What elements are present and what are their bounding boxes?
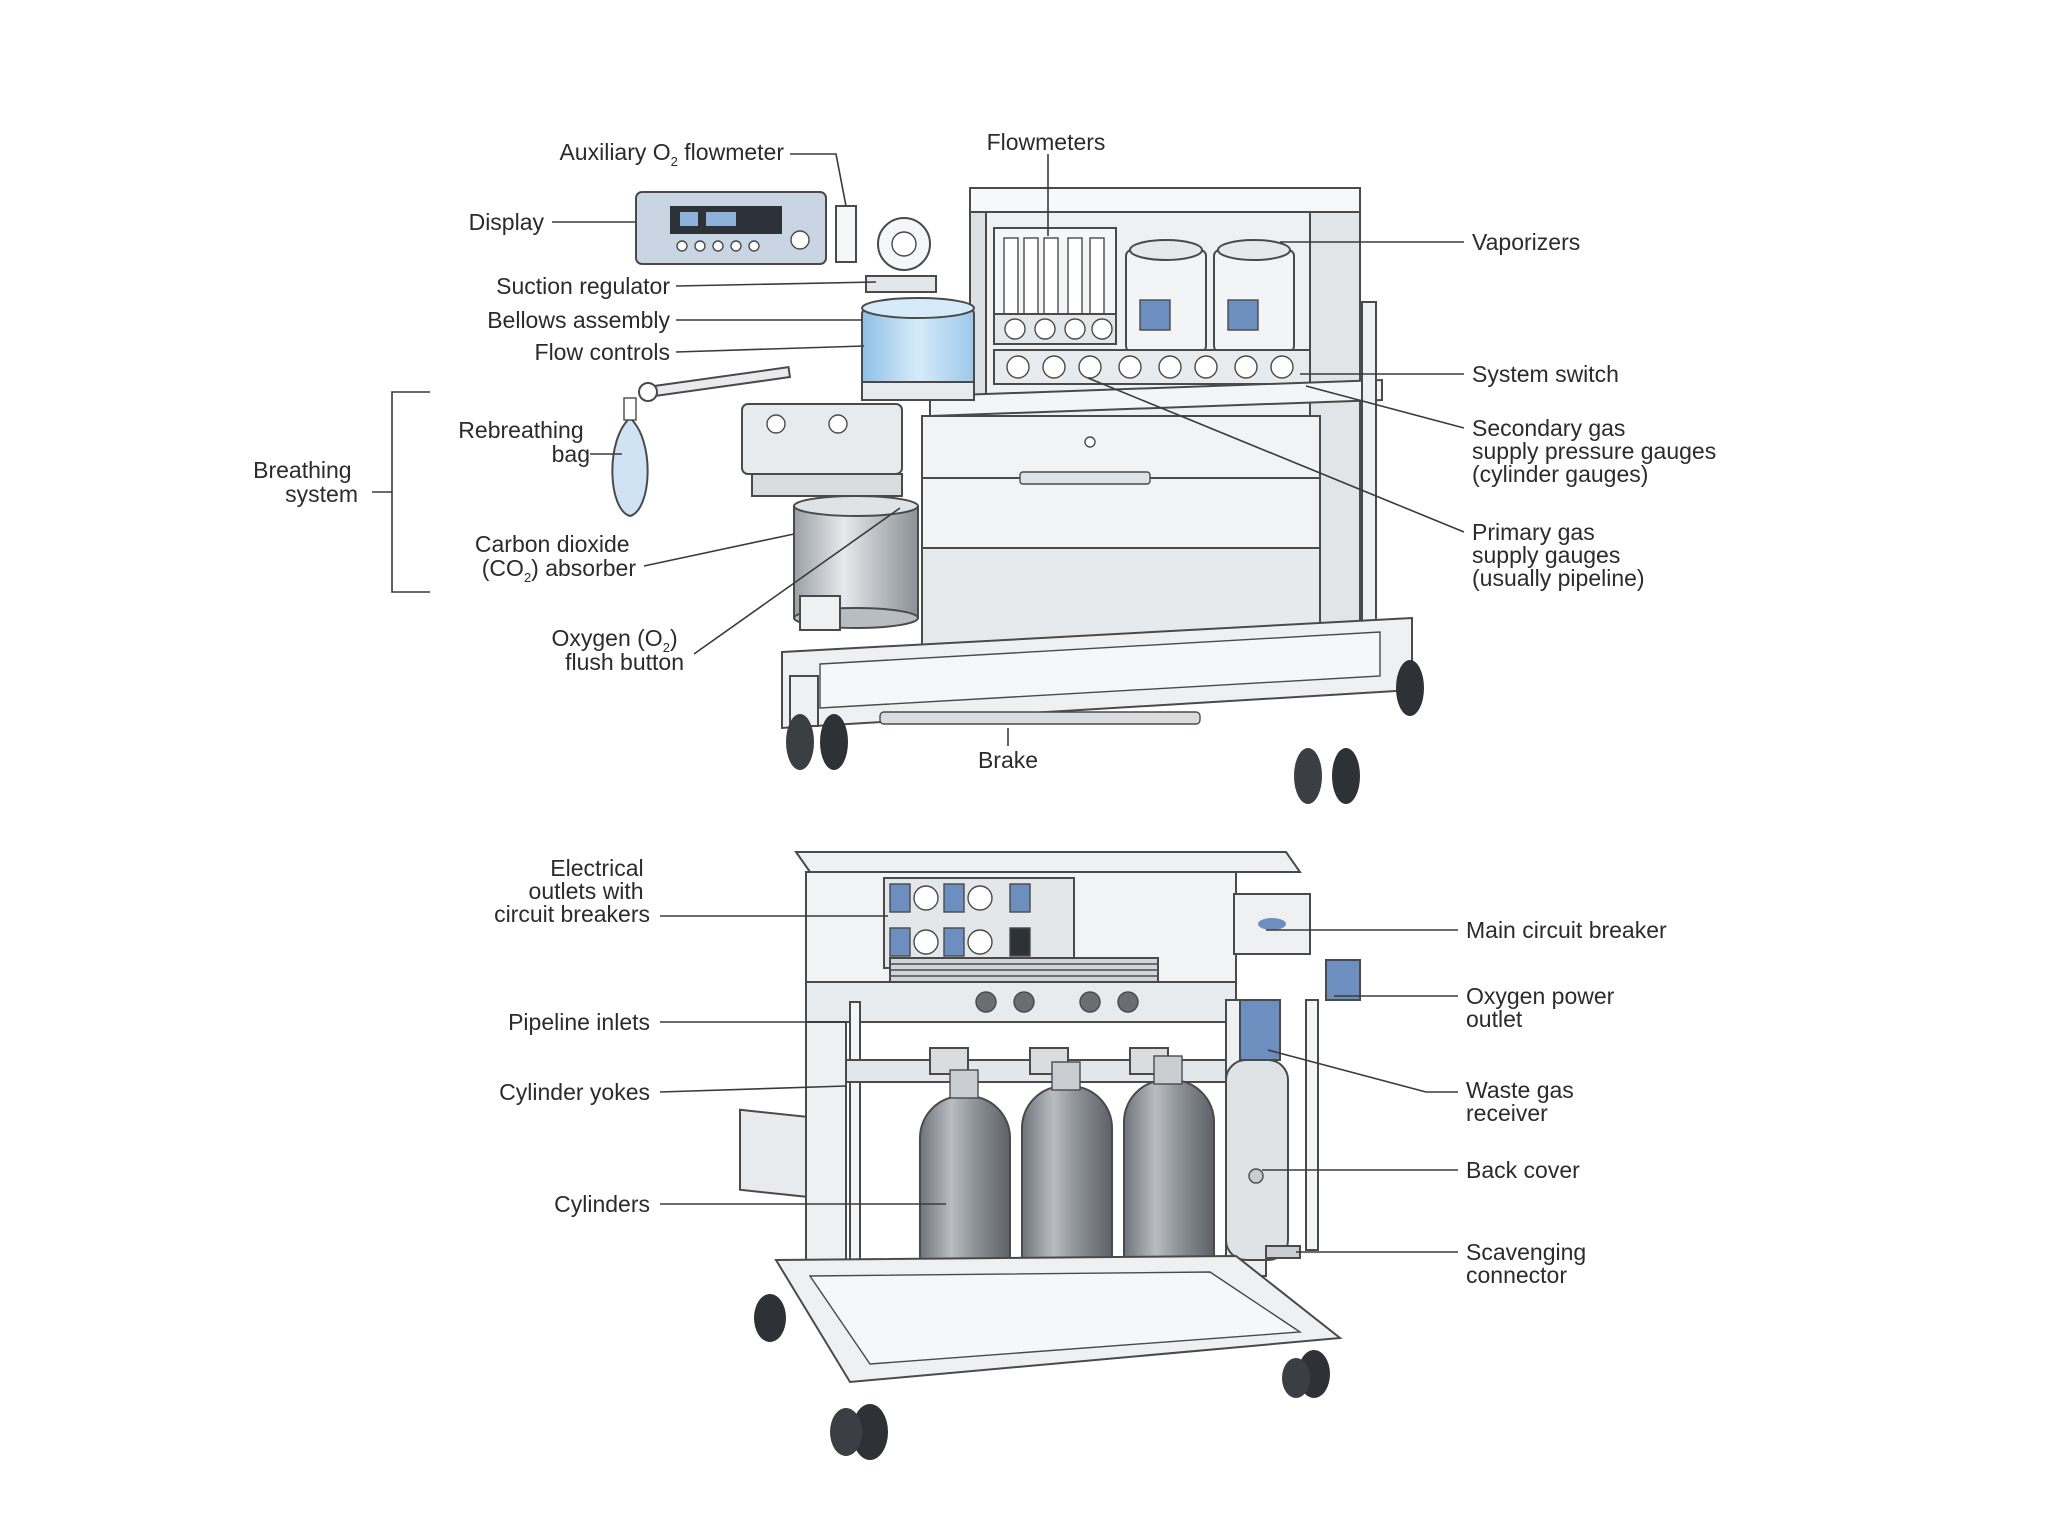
rear-view-machine: [739, 851, 1361, 1460]
label-suction-regulator: Suction regulator: [496, 273, 670, 299]
label-secondary-gas-gauges: Secondary gas supply pressure gauges (cy…: [1472, 415, 1723, 487]
label-system-switch: System switch: [1472, 361, 1619, 387]
label-brake: Brake: [978, 747, 1038, 773]
front-view-machine: [611, 187, 1424, 804]
label-scavenging-connector: Scavenging connector: [1466, 1239, 1593, 1288]
label-vaporizers: Vaporizers: [1472, 229, 1580, 255]
label-breathing-system: Breathing system: [253, 457, 358, 507]
display-unit: [635, 191, 827, 265]
label-main-circuit-breaker: Main circuit breaker: [1466, 917, 1667, 943]
label-oxygen-flush-button: Oxygen (O2) flush button: [551, 625, 684, 675]
gauge-panel: [993, 313, 1311, 385]
label-electrical-outlets: Electrical outlets with circuit breakers: [494, 855, 650, 927]
electrical-outlet-panel: [883, 877, 1075, 969]
label-co2-absorber: Carbon dioxide (CO2) absorber: [475, 531, 636, 585]
label-primary-gas-gauges: Primary gas supply gauges (usually pipel…: [1472, 519, 1645, 591]
label-bellows-assembly: Bellows assembly: [487, 307, 670, 333]
label-cylinders: Cylinders: [554, 1191, 650, 1217]
vaporizers-unit: [1125, 239, 1295, 353]
label-auxiliary-o2-flowmeter: Auxiliary O2 flowmeter: [559, 139, 784, 169]
labels-bottom: Electrical outlets with circuit breakers…: [494, 855, 1667, 1288]
label-rebreathing-bag: Rebreathing bag: [458, 417, 590, 467]
labels-top: Flowmeters Auxiliary O2 flowmeter Displa…: [253, 129, 1723, 773]
leader-lines: [372, 153, 1465, 1253]
label-pipeline-inlets: Pipeline inlets: [508, 1009, 650, 1035]
label-oxygen-power-outlet: Oxygen power outlet: [1466, 983, 1621, 1032]
label-back-cover: Back cover: [1466, 1157, 1580, 1183]
bellows-canister: [861, 297, 975, 401]
label-flowmeters: Flowmeters: [987, 129, 1106, 155]
label-cylinder-yokes: Cylinder yokes: [499, 1079, 650, 1105]
label-waste-gas-receiver: Waste gas receiver: [1466, 1077, 1580, 1126]
label-display: Display: [469, 209, 545, 235]
label-flow-controls: Flow controls: [535, 339, 670, 365]
